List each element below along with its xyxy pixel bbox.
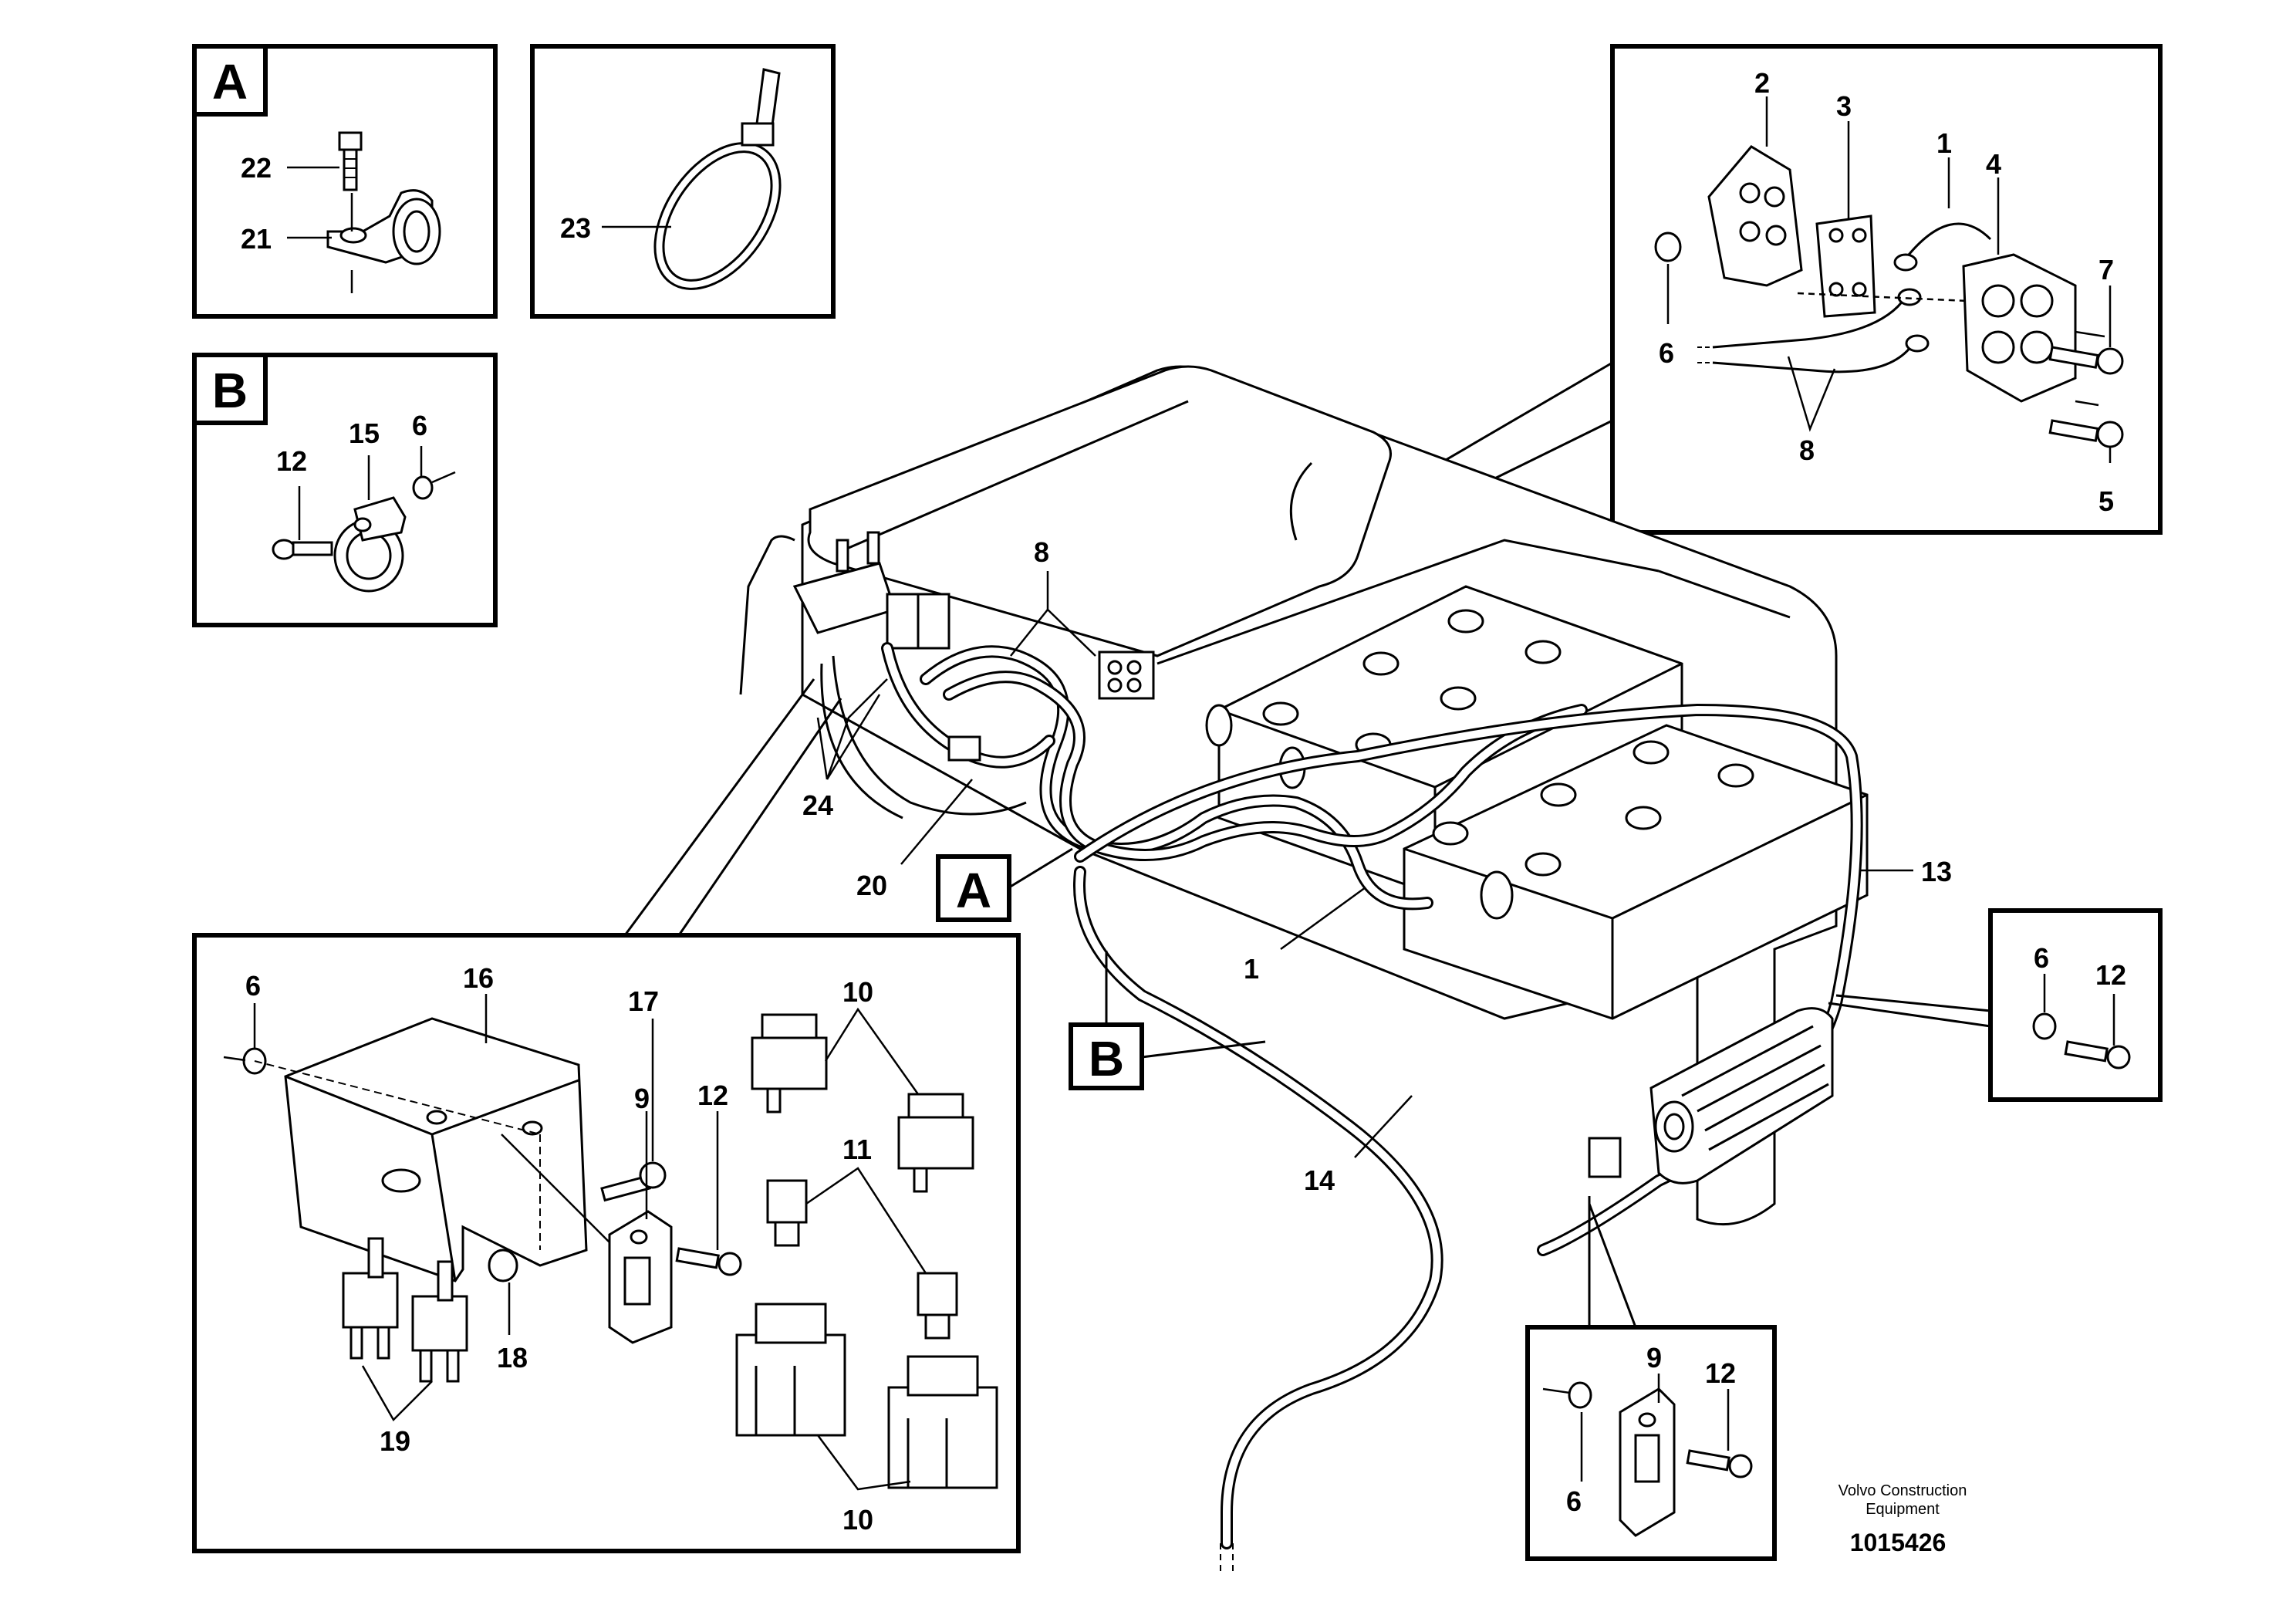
relay-part: [751, 1013, 828, 1113]
spacer-part: [1815, 215, 1876, 318]
terminal-post: [1205, 704, 1233, 747]
terminal-block-part: [1962, 253, 2077, 403]
battery-front: [1403, 724, 1869, 1020]
callout-15: 15: [349, 417, 380, 449]
inline-fuse-holder: [947, 735, 981, 762]
callout-8: 8: [1799, 434, 1815, 466]
callout-13: 13: [1921, 856, 1952, 887]
screw-part: [1686, 1449, 1753, 1478]
callout-22: 22: [241, 152, 272, 184]
callout-6: 6: [1659, 337, 1674, 369]
callout-19: 19: [380, 1425, 410, 1457]
callout-20: 20: [856, 870, 887, 901]
screw-part: [2048, 419, 2124, 448]
fuse-part: [917, 1272, 958, 1340]
detail-box-cable-tie: 23: [530, 44, 836, 319]
callout-1: 1: [1936, 127, 1952, 159]
credit-line-1: Volvo Construction: [1838, 1482, 1967, 1499]
screw-part: [600, 1161, 667, 1202]
fuse-part: [766, 1179, 808, 1247]
callout-7: 7: [2098, 254, 2114, 286]
cable-clip-part: [608, 1210, 673, 1344]
cable-lug: [1893, 253, 1918, 272]
detail-tag-a-ref: A: [956, 863, 991, 918]
cable-part: [1712, 343, 1915, 373]
callout-21: 21: [241, 223, 272, 255]
callout-6: 6: [2034, 942, 2049, 974]
terminal-block: [1098, 650, 1155, 700]
detail-tag-a: A: [212, 54, 248, 110]
publisher-credit: Volvo Construction Equipment 1015426: [1838, 1482, 1967, 1556]
detail-box-connector: 2 3 1 4 7 6 8 5: [1610, 44, 2163, 535]
clamp-part: [326, 189, 441, 293]
washer-part: [1568, 1381, 1592, 1409]
detail-tag-b: B: [212, 363, 248, 418]
washer-part: [2032, 1012, 2057, 1040]
callout-16: 16: [463, 962, 494, 994]
callout-4: 4: [1986, 148, 2001, 180]
cable-part: [1712, 296, 1907, 349]
electronics-module: [1588, 1007, 1834, 1184]
relay-part: [887, 1355, 998, 1489]
drawing-number: 1015426: [1850, 1529, 1947, 1556]
callout-10: 10: [842, 1504, 873, 1536]
detail-box-a: A 22 21: [192, 44, 498, 319]
callout-18: 18: [497, 1342, 528, 1374]
detail-tag-b-ref: B: [1089, 1031, 1124, 1086]
callout-10: 10: [842, 976, 873, 1008]
washer-part: [488, 1249, 518, 1282]
detail-box-right-fastener: 6 12: [1828, 908, 2163, 1102]
detail-box-bottom-fastener: 6 9 12: [1525, 1196, 1777, 1561]
callout-6: 6: [1566, 1485, 1582, 1517]
plate-part: [1707, 145, 1803, 287]
cable-clip-part: [1619, 1387, 1676, 1537]
callout-5: 5: [2098, 485, 2114, 517]
callout-2: 2: [1754, 67, 1770, 99]
toggle-switch-part: [342, 1237, 399, 1360]
callout-11: 11: [842, 1134, 872, 1165]
relay-part: [897, 1093, 974, 1193]
callout-1: 1: [1244, 953, 1259, 985]
detail-tag-box: [936, 854, 1011, 922]
washer-part: [1654, 231, 1682, 262]
detail-tag-box: [1069, 1022, 1144, 1090]
relay-part: [735, 1303, 846, 1437]
callout-8: 8: [1034, 536, 1049, 568]
callout-9: 9: [634, 1083, 650, 1114]
callout-12: 12: [276, 445, 307, 477]
callout-3: 3: [1836, 90, 1852, 122]
callout-6: 6: [412, 410, 427, 441]
callout-12: 12: [2095, 959, 2126, 991]
screw-part: [2048, 346, 2124, 375]
detail-box-switch-panel: 6 16 17 18: [192, 678, 1021, 1553]
toggle-switch-part: [411, 1260, 468, 1383]
screw-part: [675, 1247, 742, 1276]
cover-part: [254, 1017, 588, 1282]
screw-part: [272, 539, 333, 560]
detail-box-b: B 12 15 6: [192, 353, 498, 627]
washer-part: [412, 475, 434, 500]
clamp-part: [333, 496, 407, 593]
callout-9: 9: [1646, 1342, 1662, 1374]
callout-17: 17: [628, 985, 659, 1017]
main-callouts: 8 24 20 1 13 14 A B: [802, 536, 1952, 1196]
callout-6: 6: [245, 970, 261, 1002]
cable-tie-part: [653, 68, 782, 290]
bolt-part: [338, 131, 363, 191]
callout-12: 12: [697, 1080, 728, 1111]
switch-bracket: [792, 531, 950, 650]
callout-14: 14: [1304, 1164, 1335, 1196]
battery-box-assembly: [739, 365, 1869, 1574]
credit-line-2: Equipment: [1866, 1501, 1940, 1518]
callout-12: 12: [1705, 1357, 1736, 1389]
screw-part: [2064, 1040, 2131, 1070]
callout-23: 23: [560, 212, 591, 244]
cable-part: [1904, 222, 1992, 259]
callout-24: 24: [802, 789, 833, 821]
